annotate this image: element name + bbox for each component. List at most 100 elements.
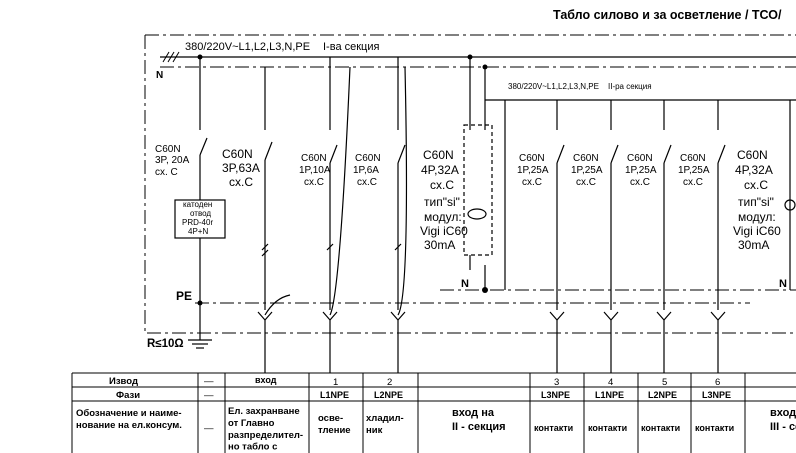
junction — [467, 54, 473, 60]
svg-text:сх. С: сх. С — [155, 167, 178, 178]
circuit-6-branch — [710, 100, 726, 373]
svg-text:сх.С: сх.С — [744, 178, 768, 192]
pe-label: PE — [176, 289, 192, 303]
incoming-marks — [162, 51, 180, 63]
svg-text:модул:: модул: — [738, 210, 776, 224]
svg-text:отвод: отвод — [190, 209, 211, 218]
rcd-2-branch — [784, 100, 796, 290]
svg-text:C60N: C60N — [423, 148, 454, 162]
svg-text:30mA: 30mA — [424, 238, 455, 252]
svg-text:C60N: C60N — [155, 144, 181, 155]
table-cell: вход — [255, 375, 277, 385]
svg-text:30mA: 30mA — [738, 238, 769, 252]
sub-supply-label: 380/220V~L1,L2,L3,N,PE — [508, 82, 599, 91]
row-header-izvod: Извод — [109, 376, 138, 387]
table-cell: контакти — [695, 423, 734, 433]
svg-text:сх.С: сх.С — [576, 177, 596, 188]
surge-arrester-label: катоден отвод PRD-40r 4P+N — [182, 200, 213, 236]
circuit-3-label: C60N 1P,25A сх.С — [517, 153, 549, 188]
svg-text:Vigi iC60: Vigi iC60 — [420, 224, 468, 238]
svg-text:1P,25A: 1P,25A — [625, 165, 657, 176]
circuit-4-label: C60N 1P,25A сх.С — [571, 153, 603, 188]
svg-text:сх.С: сх.С — [357, 177, 377, 188]
rcd-2-label: C60N 4P,32A сх.С тип"si" модул: Vigi iC6… — [733, 148, 781, 252]
table-cell: L1NPE — [320, 390, 349, 400]
svg-text:C60N: C60N — [519, 153, 545, 164]
table-cell: контакти — [641, 423, 680, 433]
row-dash: — — [204, 390, 214, 401]
main-breaker-label: C60N 3P, 20A сх. С — [155, 144, 190, 178]
rcd-1-label: C60N 4P,32A сх.С тип"si" модул: Vigi iC6… — [420, 148, 468, 252]
table-cell: L3NPE — [541, 390, 570, 400]
row-header-designation: Обозначение и наиме-нование на ел.консум… — [76, 408, 182, 431]
circuit-1-branch — [322, 57, 351, 373]
junction — [482, 287, 488, 293]
svg-text:C60N: C60N — [627, 153, 653, 164]
svg-text:PRD-40r: PRD-40r — [182, 218, 213, 227]
svg-text:1P,25A: 1P,25A — [571, 165, 603, 176]
svg-text:модул:: модул: — [424, 210, 462, 224]
table-cell: 5 — [662, 377, 667, 388]
table-cell: хладил-ник — [366, 413, 404, 436]
section-label: I-ва секция — [323, 41, 379, 53]
circuit-1-label: C60N 1P,10A сх.С — [299, 153, 331, 188]
table-cell: 3 — [554, 377, 559, 388]
svg-text:3P,63A: 3P,63A — [222, 161, 260, 175]
svg-text:1P,25A: 1P,25A — [517, 165, 549, 176]
svg-text:Vigi iC60: Vigi iC60 — [733, 224, 781, 238]
svg-text:сх.С: сх.С — [430, 178, 454, 192]
row-header-fazi: Фази — [116, 390, 140, 401]
table-cell: 2 — [387, 377, 392, 388]
table-cell: L1NPE — [595, 390, 624, 400]
svg-text:сх.С: сх.С — [630, 177, 650, 188]
circuit-4-branch — [603, 100, 619, 373]
n-label: N — [156, 70, 163, 81]
svg-text:катоден: катоден — [183, 200, 212, 209]
n-label-2: N — [461, 278, 469, 290]
svg-text:C60N: C60N — [737, 148, 768, 162]
main-breaker-branch — [174, 57, 226, 349]
svg-text:сх.С: сх.С — [229, 175, 253, 189]
svg-text:сх.С: сх.С — [522, 177, 542, 188]
svg-text:1P,6A: 1P,6A — [353, 165, 379, 176]
junction — [482, 64, 488, 70]
table-cell: 1 — [333, 377, 338, 388]
circuit-table — [71, 372, 796, 453]
svg-text:сх.С: сх.С — [683, 177, 703, 188]
circuit-2-label: C60N 1P,6A сх.С — [353, 153, 381, 188]
table-cell: L3NPE — [702, 390, 731, 400]
earth-label: R≤10Ω — [147, 338, 184, 350]
svg-text:1P,10A: 1P,10A — [299, 165, 331, 176]
junction — [197, 54, 203, 60]
svg-text:C60N: C60N — [355, 153, 381, 164]
svg-text:3P, 20A: 3P, 20A — [155, 155, 190, 166]
n-label-3: N — [779, 278, 787, 290]
table-cell: контакти — [588, 423, 627, 433]
input-breaker-label: C60N 3P,63A сх.С — [222, 147, 260, 189]
table-cell: осве-тление — [318, 413, 351, 436]
junction — [197, 300, 203, 306]
svg-text:C60N: C60N — [573, 153, 599, 164]
row-dash: — — [204, 423, 214, 434]
table-cell: вход наIII - секция — [770, 407, 796, 433]
svg-text:C60N: C60N — [680, 153, 706, 164]
sub-section-label: II-ра секция — [608, 82, 652, 91]
circuit-5-branch — [656, 100, 672, 373]
rcd-1-branch — [463, 57, 506, 290]
table-cell: L2NPE — [374, 390, 403, 400]
table-cell: 6 — [715, 377, 720, 388]
svg-text:4P,32A: 4P,32A — [421, 163, 459, 177]
row-dash: — — [204, 376, 214, 387]
table-cell: L2NPE — [648, 390, 677, 400]
svg-text:тип"si": тип"si" — [738, 195, 774, 209]
table-cell: 4 — [608, 377, 613, 388]
circuit-5-label: C60N 1P,25A сх.С — [625, 153, 657, 188]
diagram-title: Табло силово и за осветление / ТСО/ — [553, 8, 782, 22]
svg-text:сх.С: сх.С — [304, 177, 324, 188]
input-breaker-branch — [257, 67, 291, 373]
svg-text:тип"si": тип"si" — [424, 195, 460, 209]
